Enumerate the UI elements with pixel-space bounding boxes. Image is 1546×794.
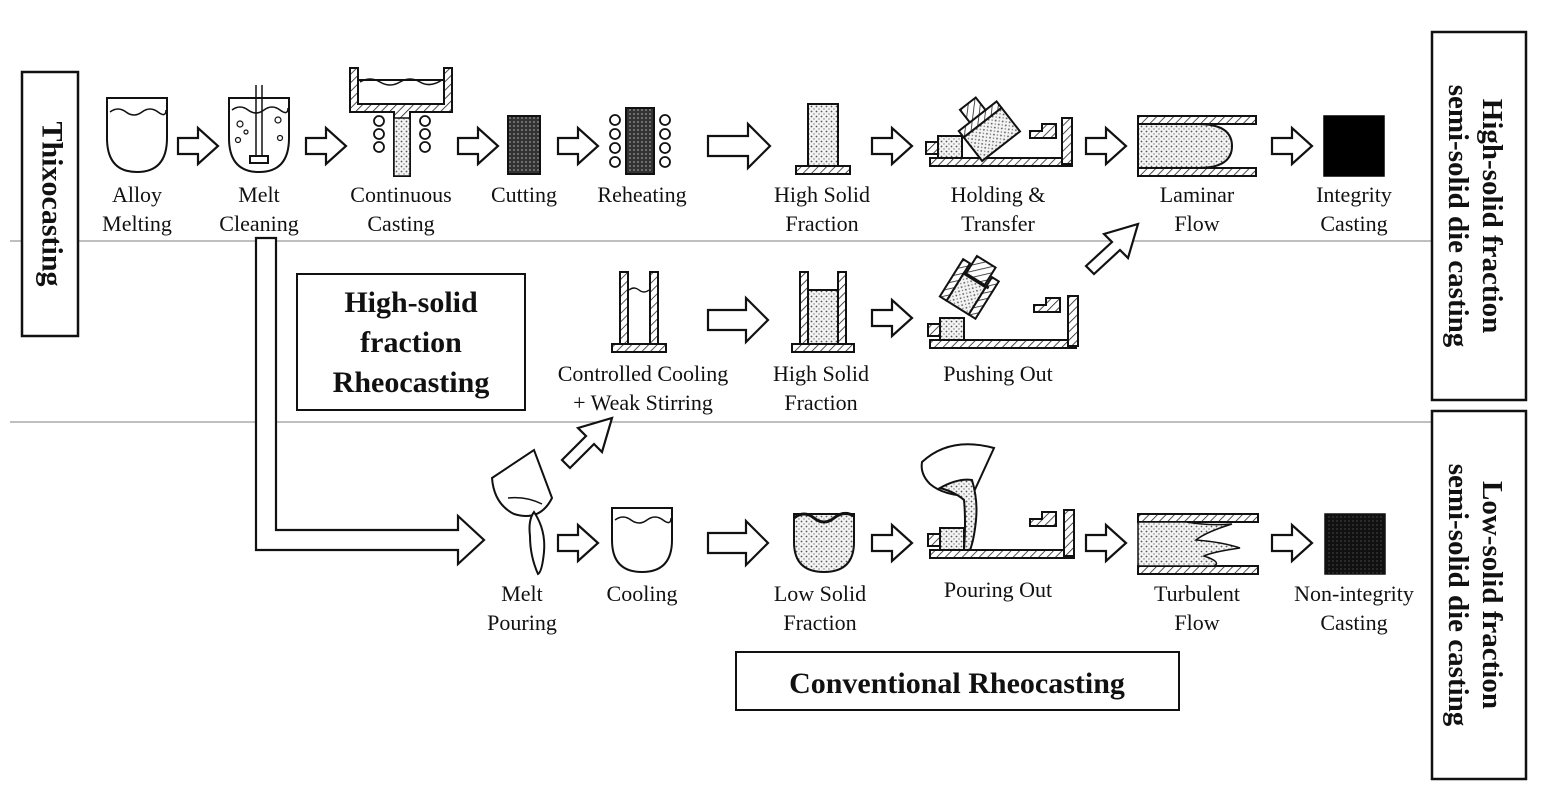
alloy-melting-label-2: Melting <box>102 211 172 236</box>
continuous-casting-label-1: Continuous <box>350 182 451 207</box>
pushing-out-label: Pushing Out <box>943 361 1052 386</box>
melt-pouring-label-1: Melt <box>501 581 543 606</box>
pouring-out-label: Pouring Out <box>944 577 1052 602</box>
laminar-flow-icon <box>1137 115 1257 177</box>
laminar-flow-label-1: Laminar <box>1160 182 1235 207</box>
melt-pouring-ladle-icon <box>490 448 554 576</box>
holding-transfer-label-2: Transfer <box>961 211 1035 236</box>
rheocasting-title-line2: fraction <box>360 326 462 359</box>
cutting-label: Cutting <box>491 182 557 207</box>
melt-cleaning-label-2: Cleaning <box>219 211 298 236</box>
alloy-melting-crucible-icon <box>106 97 168 174</box>
arrow-right-icon <box>456 125 500 167</box>
arrow-diagonal-icon <box>560 416 614 470</box>
pouring-out-icon <box>920 443 1075 559</box>
continuous-casting-label-2: Casting <box>367 211 434 236</box>
arrow-right-icon <box>1270 522 1314 564</box>
rheocasting-title-line3: Rheocasting <box>333 366 490 399</box>
reheating-label: Reheating <box>597 182 686 207</box>
arrow-right-icon <box>870 522 914 564</box>
high-solid-die-casting-line2: semi-solid die casting <box>1442 85 1474 348</box>
low-solid-crucible-icon <box>793 511 855 574</box>
high-solid-die-casting-box: High-solid fraction semi-solid die casti… <box>1430 30 1528 402</box>
low-solid-die-casting-line2: semi-solid die casting <box>1442 464 1474 727</box>
low-solid-fraction-label-2: Fraction <box>783 610 856 635</box>
non-integrity-casting-label-1: Non-integrity <box>1294 581 1414 606</box>
controlled-cooling-icon <box>611 271 667 353</box>
rheocasting-title-line1: High-solid <box>344 286 478 319</box>
integrity-casting-icon <box>1323 115 1385 177</box>
reheating-icon <box>609 107 671 175</box>
melt-pouring-label-2: Pouring <box>487 610 557 635</box>
cutting-billet-icon <box>507 115 541 175</box>
low-solid-die-casting-line1: Low-solid fraction <box>1476 481 1508 709</box>
thixocasting-title: Thixocasting <box>36 121 69 286</box>
holding-transfer-icon <box>925 96 1073 167</box>
arrow-l-shaped-icon <box>254 236 486 567</box>
laminar-flow-label-2: Flow <box>1174 211 1219 236</box>
high-solid-fraction-mid-label-2: Fraction <box>784 390 857 415</box>
arrow-right-icon <box>706 295 770 345</box>
arrow-right-icon <box>1270 125 1314 167</box>
high-solid-fraction-mid-label-1: High Solid <box>773 361 869 386</box>
cooling-label: Cooling <box>607 581 678 606</box>
integrity-casting-label-2: Casting <box>1320 211 1387 236</box>
arrow-right-icon <box>556 125 600 167</box>
conventional-rheocasting-box: Conventional Rheocasting <box>735 651 1180 711</box>
conventional-rheocasting-title: Conventional Rheocasting <box>789 667 1125 700</box>
high-solid-fraction-top-label-2: Fraction <box>785 211 858 236</box>
arrow-right-icon <box>304 125 348 167</box>
controlled-cooling-label-2: + Weak Stirring <box>573 390 713 415</box>
arrow-right-icon <box>870 297 914 339</box>
alloy-melting-label-1: Alloy <box>112 182 162 207</box>
arrow-right-icon <box>176 125 220 167</box>
high-solid-rheocasting-box: High-solid fraction Rheocasting <box>296 273 526 411</box>
melt-cleaning-label-1: Melt <box>238 182 280 207</box>
holding-transfer-label-1: Holding & <box>951 182 1046 207</box>
cooling-crucible-icon <box>611 507 673 574</box>
turbulent-flow-label-2: Flow <box>1174 610 1219 635</box>
turbulent-flow-label-1: Turbulent <box>1154 581 1240 606</box>
low-solid-die-casting-box: Low-solid fraction semi-solid die castin… <box>1430 409 1528 781</box>
arrow-right-icon <box>556 522 600 564</box>
non-integrity-casting-icon <box>1324 513 1386 575</box>
arrow-right-icon <box>706 518 770 568</box>
low-solid-fraction-label-1: Low Solid <box>774 581 866 606</box>
arrow-right-icon <box>1084 125 1128 167</box>
pushing-out-icon <box>927 254 1079 349</box>
controlled-cooling-label-1: Controlled Cooling <box>558 361 729 386</box>
integrity-casting-label-1: Integrity <box>1316 182 1392 207</box>
thixocasting-box: Thixocasting <box>20 70 80 338</box>
arrow-diagonal-icon <box>1084 222 1140 276</box>
continuous-casting-icon <box>349 67 453 177</box>
turbulent-flow-icon <box>1137 513 1259 575</box>
arrow-right-icon <box>870 125 914 167</box>
high-solid-mold-icon <box>791 271 855 353</box>
high-solid-billet-icon <box>795 103 851 175</box>
high-solid-die-casting-line1: High-solid fraction <box>1476 99 1508 333</box>
high-solid-fraction-top-label-1: High Solid <box>774 182 870 207</box>
melt-cleaning-crucible-icon <box>228 85 290 174</box>
arrow-right-icon <box>706 121 772 171</box>
arrow-right-icon <box>1084 522 1128 564</box>
non-integrity-casting-label-2: Casting <box>1320 610 1387 635</box>
